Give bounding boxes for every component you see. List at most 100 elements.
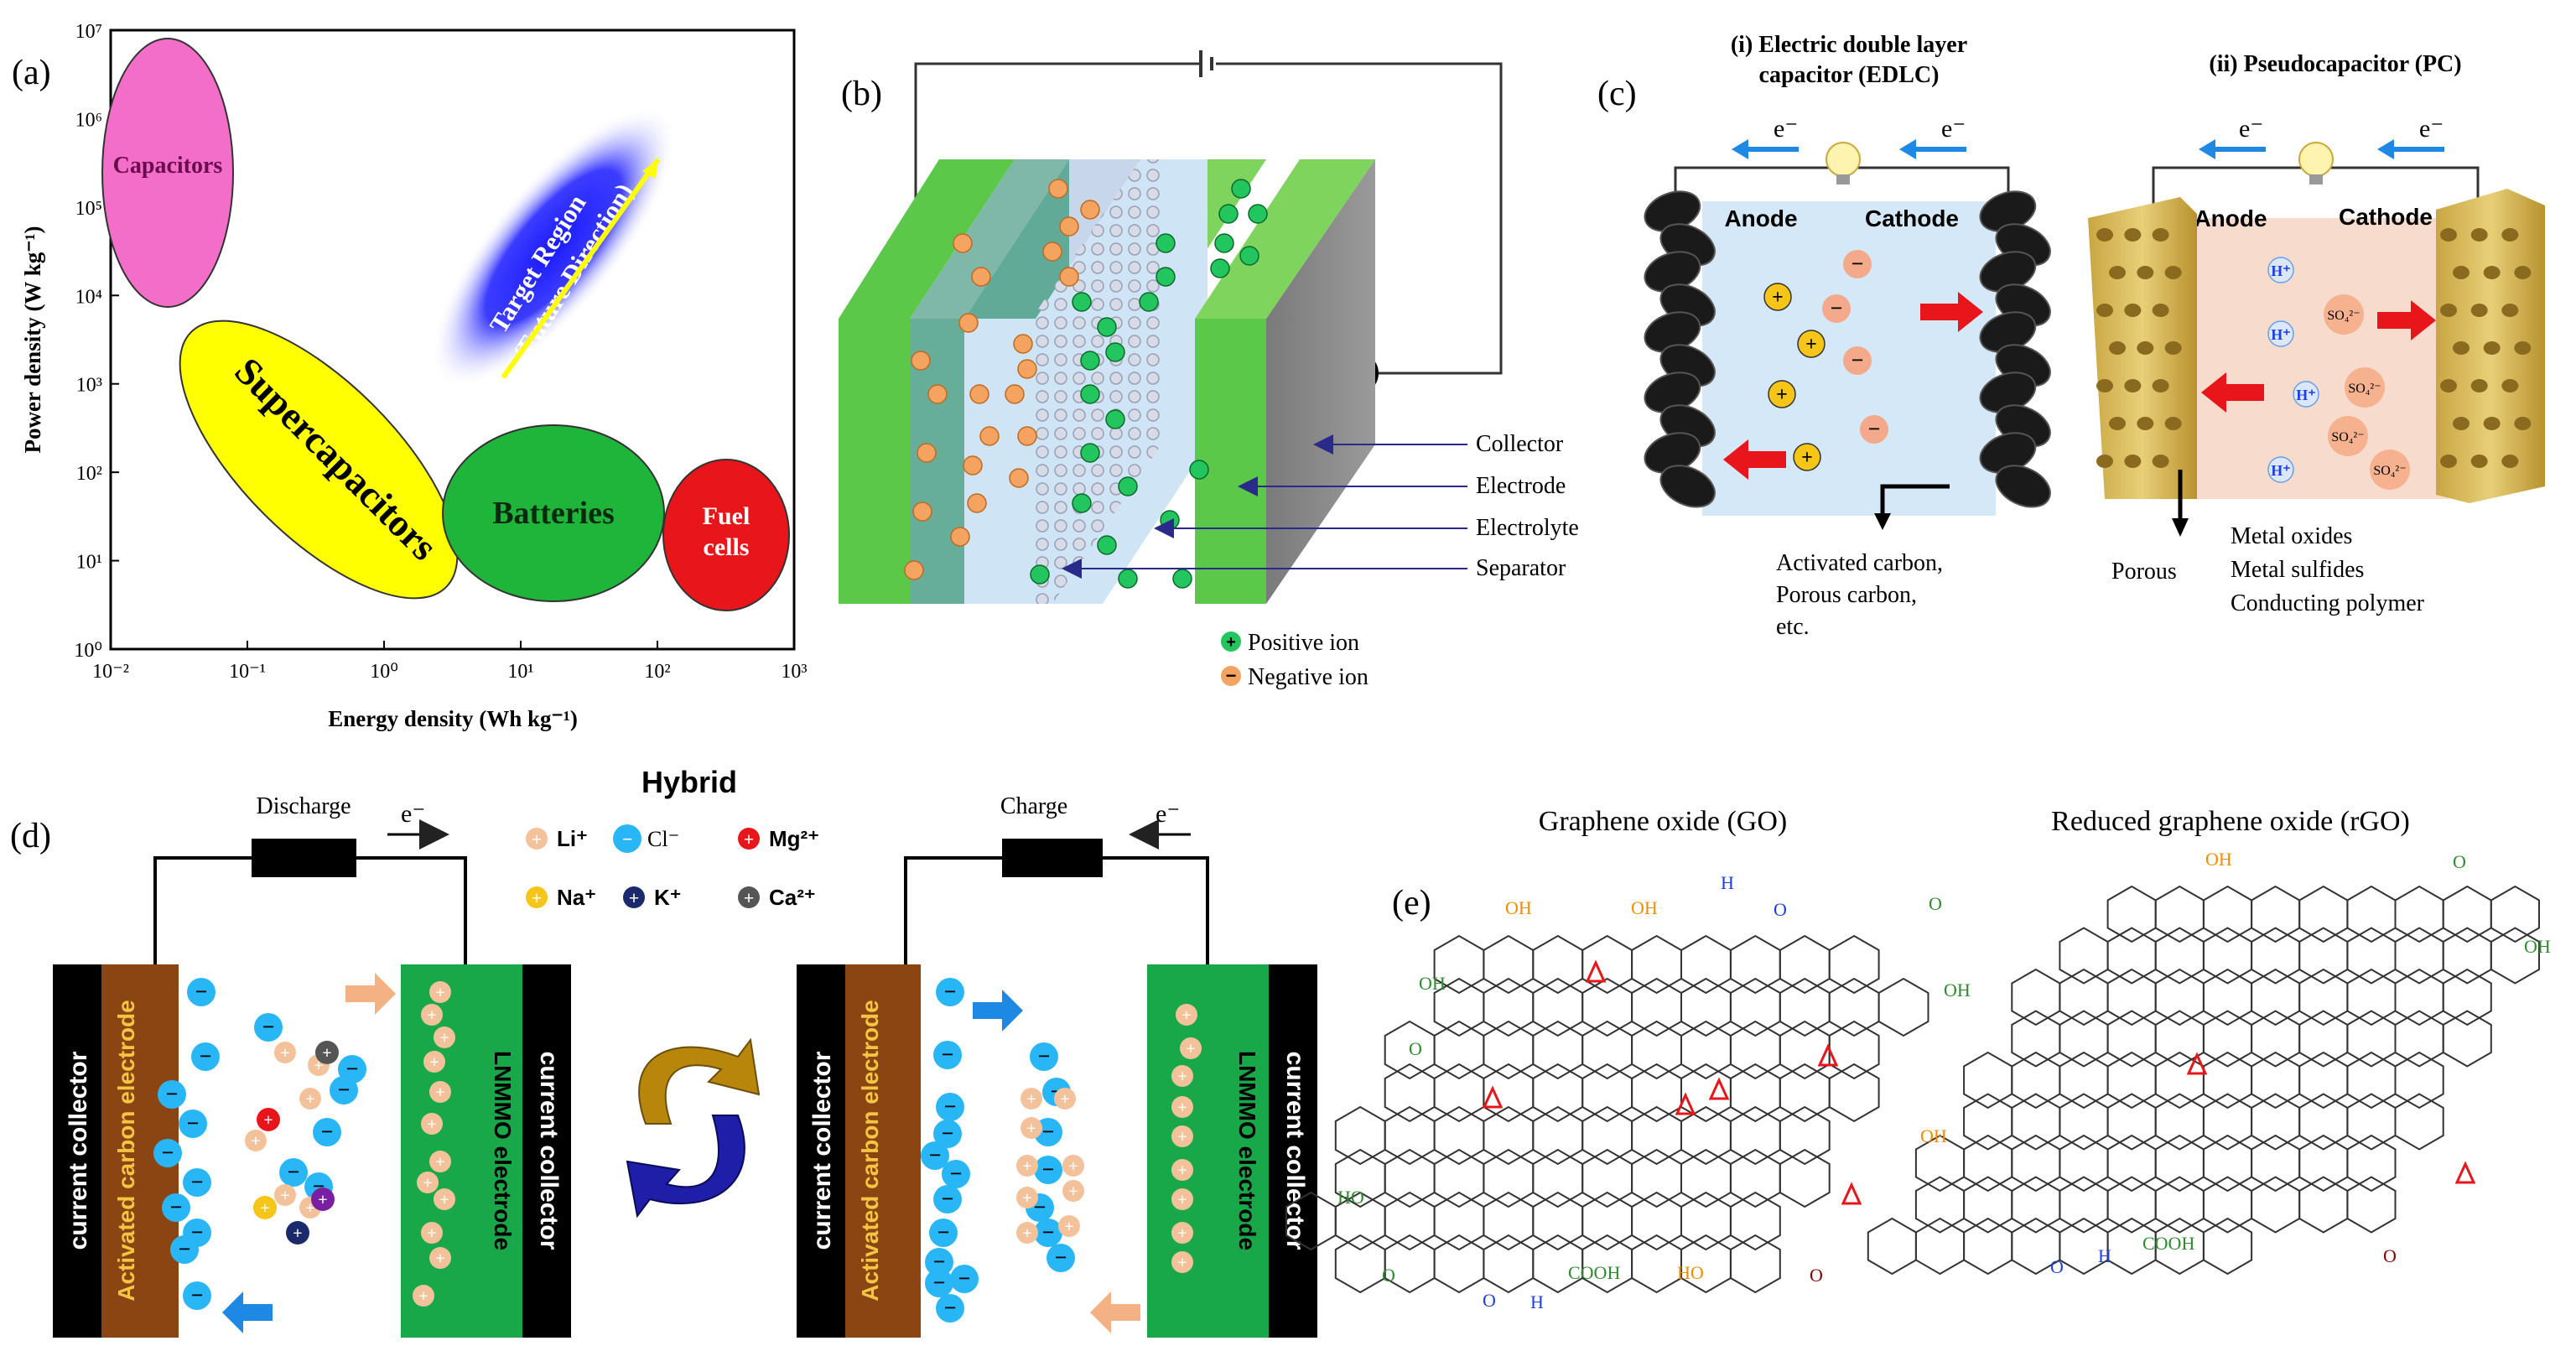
edlc-cathode-label: Cathode	[1865, 205, 1959, 231]
charge-left-collector	[797, 964, 845, 1338]
carbon-ring	[1828, 1063, 1880, 1123]
legend-label: Cl⁻	[647, 827, 679, 851]
carbon-ring	[2202, 1093, 2253, 1151]
negative-ion	[1048, 179, 1068, 199]
lithium-ion	[423, 1051, 445, 1073]
positive-ion	[1214, 233, 1234, 253]
chloride-ion	[1034, 1219, 1062, 1247]
svg-text:+: +	[251, 1132, 260, 1151]
lithium-ion	[429, 1247, 451, 1269]
svg-text:H: H	[2098, 1245, 2111, 1266]
y-tick-label: 10⁵	[75, 198, 102, 220]
svg-text:−: −	[1038, 1044, 1051, 1068]
pore	[2440, 304, 2457, 317]
svg-text:−: −	[942, 1187, 954, 1211]
svg-text:+: +	[532, 829, 543, 850]
svg-text:COOH: COOH	[1568, 1262, 1620, 1283]
positive-ion	[1097, 535, 1117, 555]
lithium-ion	[1171, 1065, 1193, 1087]
lithium-ion	[1171, 1251, 1193, 1273]
svg-text:e⁻: e⁻	[1774, 115, 1798, 143]
carbon-ring	[2202, 1176, 2253, 1234]
edlc-anode-label: Anode	[1724, 205, 1797, 231]
carbon-ring	[2011, 1093, 2061, 1151]
reduced-graphene-oxide-structure	[1867, 885, 2540, 1276]
region-capacitors	[101, 38, 234, 308]
chloride-ion	[1030, 1042, 1058, 1071]
svg-text:−: −	[622, 829, 633, 850]
cation	[1797, 330, 1826, 358]
svg-text:+: +	[629, 887, 640, 908]
chloride-ion	[1034, 1156, 1062, 1184]
svg-text:−: −	[933, 1271, 946, 1295]
legend-label: Ca²⁺	[769, 885, 816, 910]
pore	[2501, 379, 2519, 392]
y-tick-label: 10⁴	[75, 286, 102, 308]
carbon-ring	[2251, 1051, 2301, 1110]
chloride-ion	[933, 1120, 962, 1148]
carbon-ring	[2011, 1176, 2061, 1234]
carbon-ring	[1779, 1148, 1831, 1208]
cation	[1793, 443, 1821, 471]
negative-ion	[971, 267, 991, 287]
negative-ion	[1042, 242, 1062, 262]
negative-ion	[950, 527, 970, 547]
chloride-ion	[183, 1281, 211, 1310]
positive-ion	[1080, 351, 1100, 371]
svg-text:+: +	[280, 1187, 289, 1205]
svg-text:−: −	[170, 1195, 183, 1219]
region-fuel-cells	[662, 459, 790, 611]
callout-separator: Separator	[1062, 555, 1566, 581]
carbon-ring	[2346, 1134, 2397, 1193]
carbon-ring	[1729, 1063, 1781, 1123]
pc-cathode-porous-wall	[2436, 189, 2545, 503]
carbon-ring	[2059, 1010, 2109, 1068]
carbon-ring	[2202, 1010, 2253, 1068]
svg-text:OH: OH	[1419, 973, 1446, 994]
discharge-arrow-right	[345, 973, 396, 1015]
x-tick-label: 10⁻²	[92, 661, 129, 683]
lithium-ion	[1021, 1117, 1042, 1139]
svg-text:−: −	[933, 1250, 946, 1274]
carbon-ring	[2298, 1093, 2349, 1151]
carbon-ring	[1483, 1191, 1535, 1251]
svg-text:−: −	[1226, 665, 1237, 686]
pore	[2164, 341, 2182, 355]
carbon-ring	[2346, 1051, 2397, 1110]
lithium-ion	[1171, 1159, 1193, 1181]
positive-ion	[1097, 317, 1117, 337]
svg-text:current collector: current collector	[808, 1051, 836, 1250]
svg-text:O: O	[1382, 1265, 1395, 1286]
carbon-ring	[1483, 934, 1535, 995]
carbon-ring	[1963, 1093, 2013, 1151]
carbon-ring	[1631, 1191, 1682, 1251]
lithium-ion	[421, 1004, 443, 1026]
carbon-ring	[1532, 1191, 1584, 1251]
carbon-ring	[1779, 1063, 1831, 1123]
negative-ion	[911, 351, 931, 371]
chloride-ion	[330, 1076, 358, 1104]
pore	[2514, 266, 2532, 279]
magnesium-ion	[257, 1108, 280, 1131]
pc-cathode-label: Cathode	[2339, 204, 2433, 230]
negative-ion	[1017, 359, 1037, 379]
svg-text:+: +	[293, 1224, 302, 1243]
charge-arrow-right	[973, 990, 1023, 1032]
svg-text:H⁺: H⁺	[2296, 387, 2316, 403]
negative-ion	[958, 313, 979, 333]
svg-text:+: +	[1060, 1090, 1069, 1109]
chloride-ion	[313, 1118, 341, 1146]
svg-text:O: O	[1483, 1290, 1496, 1311]
svg-text:−: −	[200, 1044, 212, 1068]
svg-text:+: +	[423, 1174, 432, 1193]
svg-text:OH: OH	[1505, 897, 1532, 918]
lithium-ion	[274, 1184, 296, 1206]
chloride-ion	[950, 1265, 979, 1293]
positive-ion	[1239, 246, 1259, 266]
cl-legend-icon	[613, 824, 641, 853]
carbon-ring	[1334, 1105, 1386, 1166]
svg-text:−: −	[262, 1015, 275, 1039]
svg-text:+: +	[418, 1287, 428, 1306]
proton	[2267, 456, 2294, 483]
edlc-anode-carbon	[1644, 190, 1716, 508]
